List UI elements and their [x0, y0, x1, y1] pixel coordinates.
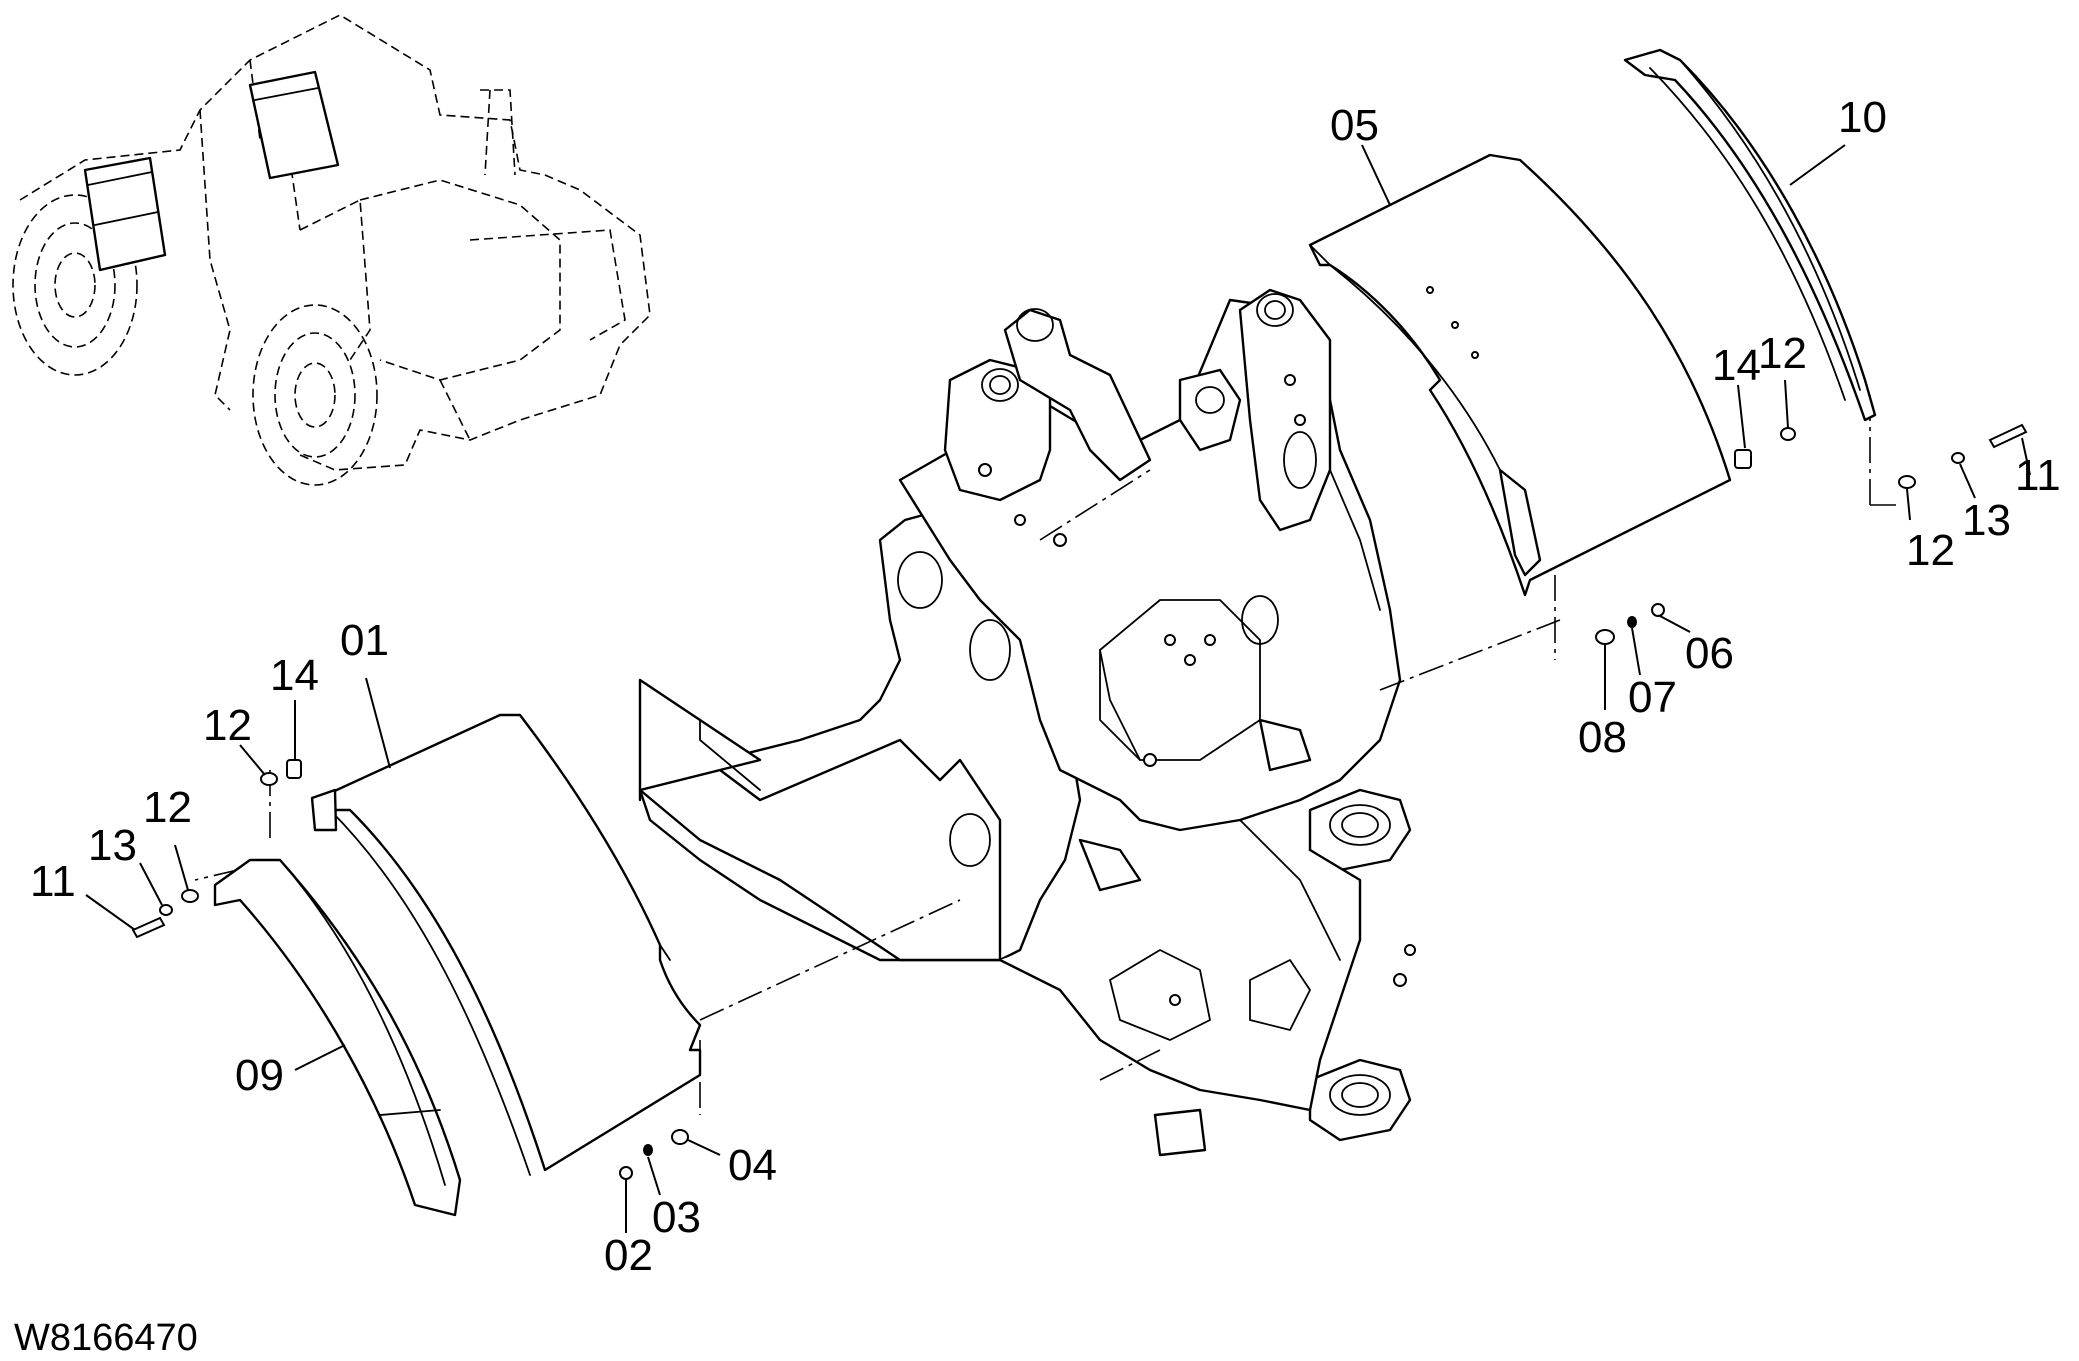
- part-01-counterweight-left: [310, 713, 702, 1176]
- callout-03: 03: [652, 1193, 701, 1242]
- callout-06: 06: [1685, 629, 1734, 678]
- hardware-right: [1595, 423, 2028, 645]
- callout-12-right-top: 12: [1758, 329, 1807, 378]
- leader-lines: [85, 144, 2031, 1233]
- machine-overview: [12, 14, 651, 486]
- callout-11-right: 11: [2015, 451, 2061, 500]
- callout-12-left-top: 12: [203, 701, 252, 750]
- callout-10: 10: [1838, 93, 1887, 142]
- hardware-left: [131, 759, 689, 1180]
- callouts: 01 02 03 04 05 06 07 08 09 10 11 11 12 1…: [30, 93, 2061, 1280]
- callout-14-left: 14: [270, 651, 319, 700]
- callout-12-left-mid: 12: [143, 783, 192, 832]
- callout-11-left: 11: [30, 857, 76, 906]
- callout-09: 09: [235, 1051, 284, 1100]
- callout-08: 08: [1578, 713, 1627, 762]
- callout-04: 04: [728, 1141, 777, 1190]
- callout-13-left: 13: [88, 821, 137, 870]
- part-09-strip-left: [213, 858, 462, 1217]
- part-05-counterweight-right: [1308, 153, 1732, 597]
- drawing-number: W8166470: [14, 1317, 198, 1359]
- callout-05: 05: [1330, 101, 1379, 150]
- callout-07: 07: [1628, 673, 1677, 722]
- callout-14-right: 14: [1712, 341, 1761, 390]
- rear-frame: [638, 288, 1416, 1157]
- callout-01: 01: [340, 616, 389, 665]
- callout-02: 02: [604, 1231, 653, 1280]
- callout-13-right: 13: [1962, 496, 2011, 545]
- part-10-strip-right: [1623, 48, 1877, 422]
- callout-12-right-bottom: 12: [1906, 526, 1955, 575]
